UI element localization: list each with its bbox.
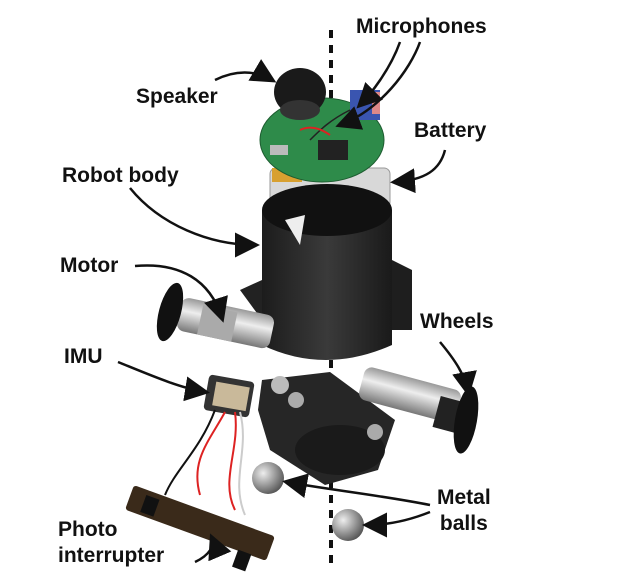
label-battery: Battery [414,119,487,142]
arrow-microphones [335,41,422,130]
arrow-imu [117,360,210,402]
right-wheel [453,386,479,454]
arrow-metal-balls-1 [282,473,431,507]
left-wheel [156,282,184,342]
label-metal-balls-line1: Metal [437,486,491,509]
sensor-wire [196,411,226,496]
arrow-speaker [214,59,277,83]
label-speaker: Speaker [136,85,218,108]
label-wheels: Wheels [420,310,494,333]
label-arrows [117,41,477,564]
label-metal-balls: Metal balls [437,485,491,537]
imu [203,374,255,418]
metal-ball [332,509,364,541]
robot-body [240,184,412,360]
label-metal-balls-line2: balls [439,512,488,535]
speaker [274,68,326,120]
sensor-wire [164,409,216,496]
arrow-motor [134,264,228,323]
arrow-photo-interrupter [194,533,232,564]
arrow-robot-body [129,187,260,258]
arrow-metal-balls-2 [362,510,431,538]
label-photo-interrupter-line1: Photo [58,518,118,541]
metal-ball [252,462,284,494]
sensor-wire [238,411,246,516]
label-photo-interrupter: Photo interrupter [58,517,164,569]
sensor-wire [228,411,237,511]
arrow-microphones-2 [356,41,402,109]
label-imu: IMU [64,345,103,368]
label-motor: Motor [60,254,119,277]
arrow-battery [390,149,447,194]
photo-interrupter [125,485,275,572]
label-microphones: Microphones [356,15,487,38]
label-robot-body: Robot body [62,164,179,187]
arrow-wheels [439,341,477,397]
microphone-wire [299,126,331,136]
label-photo-interrupter-line2: interrupter [58,544,165,567]
base-plate [258,372,395,485]
